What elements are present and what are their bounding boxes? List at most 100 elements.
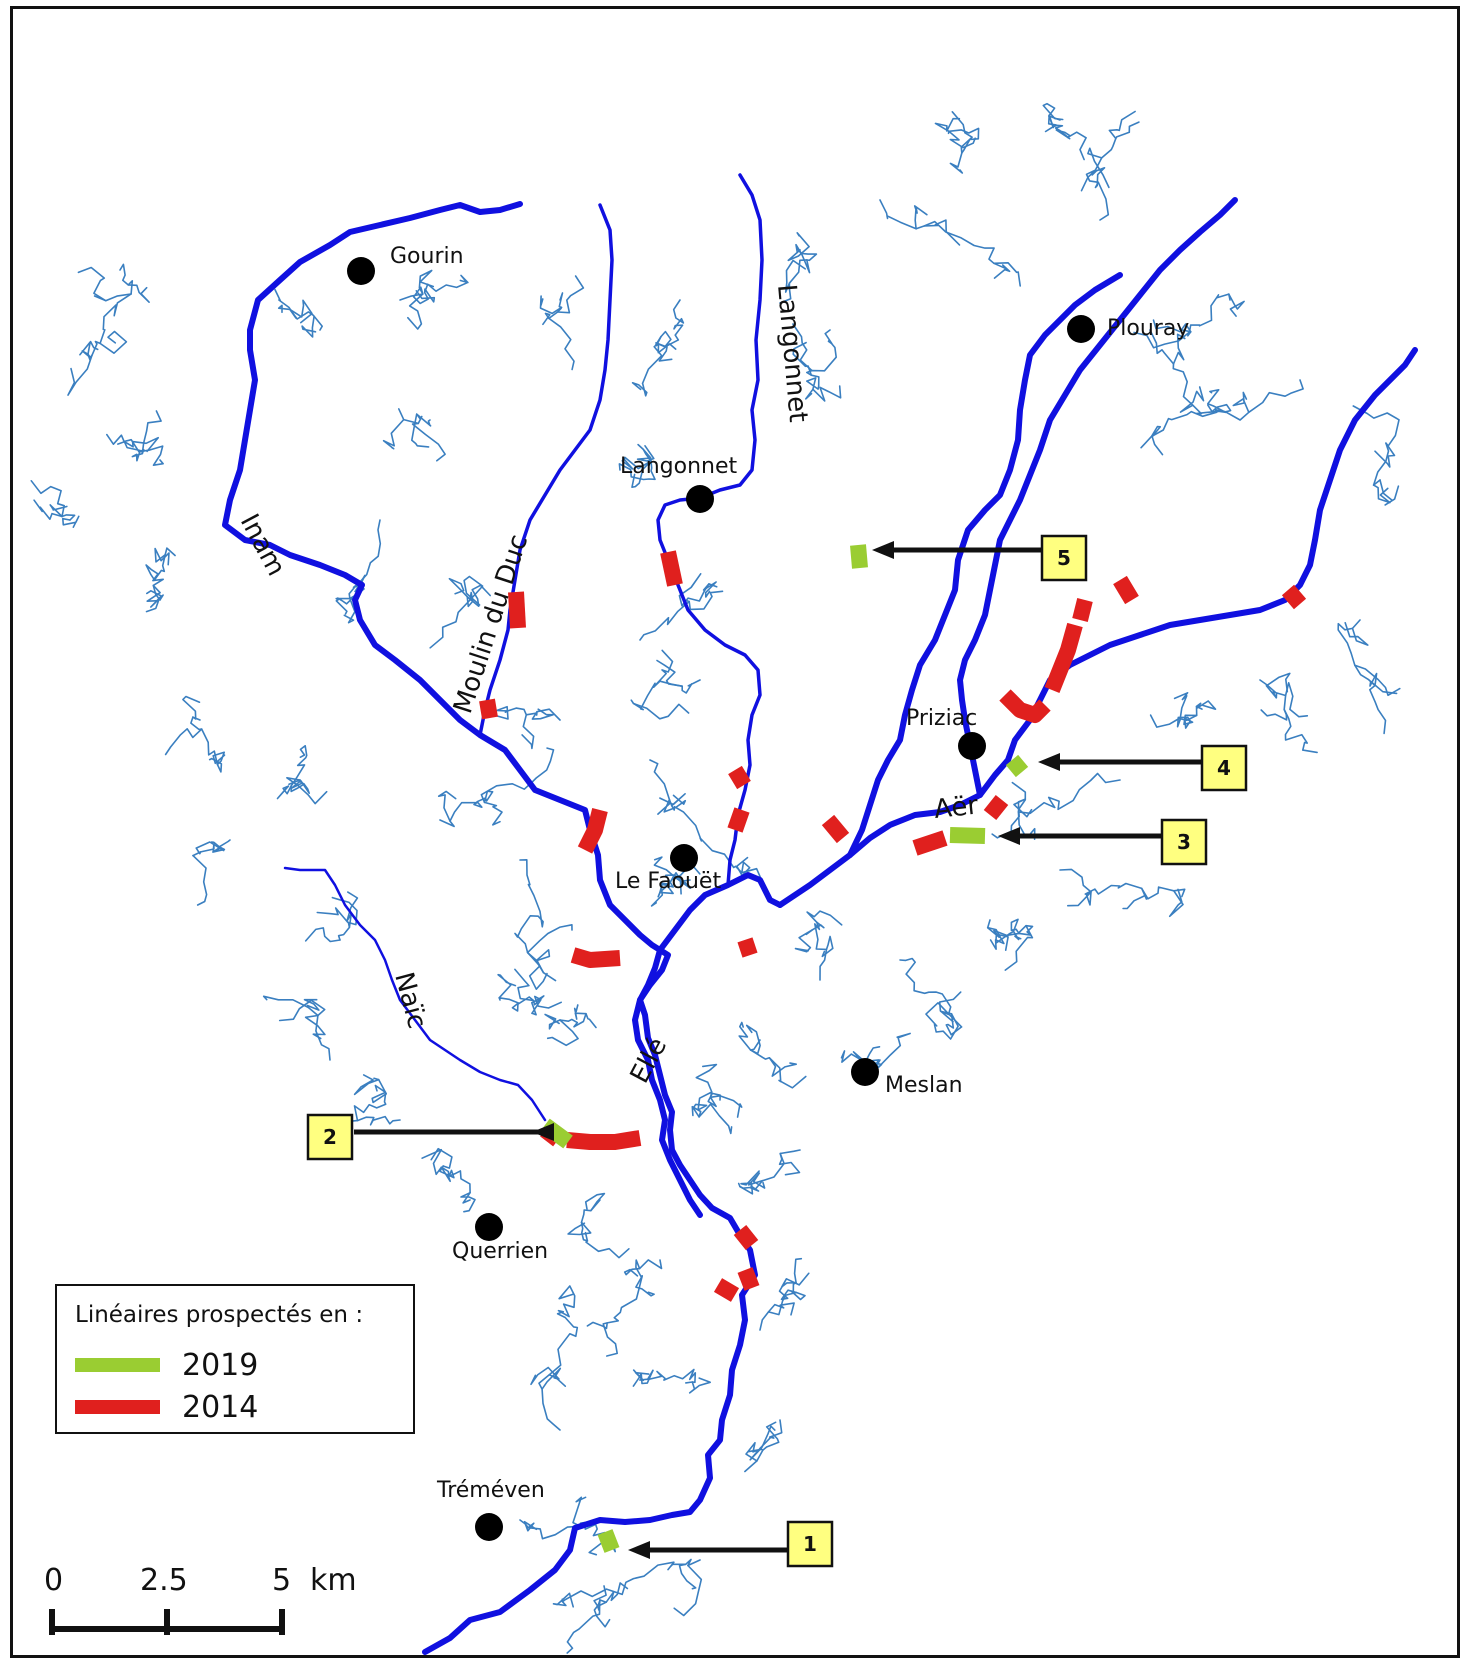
- tributary-stream: [585, 1240, 630, 1259]
- tributary-stream: [792, 323, 813, 372]
- callout-arrow-head: [1038, 753, 1060, 771]
- survey-2014-segment: [737, 937, 758, 958]
- tributary-network: [30, 102, 1401, 1654]
- tributary-stream: [1122, 887, 1148, 910]
- tributary-stream: [657, 793, 686, 815]
- tributary-stream: [1374, 442, 1396, 468]
- tributary-stream: [123, 436, 159, 453]
- tributary-stream: [649, 759, 763, 881]
- tributary-stream: [164, 728, 203, 756]
- scale-bar-line: [49, 1609, 285, 1635]
- river-label: Inam: [234, 509, 291, 581]
- tributary-stream: [1207, 389, 1227, 414]
- tributary-stream: [636, 445, 655, 462]
- tributary-stream: [1108, 110, 1136, 140]
- legend-item-2019: 2019: [75, 1348, 258, 1383]
- tributary-stream: [899, 957, 955, 1036]
- tributary-stream: [1228, 293, 1245, 317]
- tributary-stream: [504, 707, 561, 721]
- tributary-stream: [778, 1281, 798, 1301]
- tributary-stream: [546, 1019, 579, 1047]
- tributary-stream: [182, 695, 201, 720]
- survey-2014-segment: [737, 1267, 760, 1291]
- tributary-stream: [678, 1563, 697, 1590]
- callout-arrow-head: [628, 1541, 650, 1559]
- tributary-stream: [993, 262, 1011, 279]
- tributary-stream: [343, 519, 382, 624]
- scale-bar: 0 2.5 5 km: [44, 1563, 357, 1635]
- town-label: Langonnet: [620, 454, 738, 479]
- tributary-stream: [62, 515, 80, 528]
- tributary-stream: [289, 299, 313, 324]
- survey-2014-segment: [727, 807, 750, 833]
- tributary-stream: [1013, 798, 1033, 818]
- river-elle-confluence: [632, 997, 703, 1218]
- survey-2014-segment: [570, 947, 621, 968]
- tributary-stream: [623, 1267, 641, 1277]
- tributary-stream: [1133, 331, 1191, 349]
- tributary-stream: [655, 342, 673, 362]
- tributary-stream: [781, 1272, 810, 1288]
- tributary-stream: [1168, 888, 1184, 918]
- river-aer-north: [957, 197, 1238, 798]
- tributary-stream: [1149, 714, 1198, 728]
- survey-2014-segment: [577, 808, 608, 854]
- tributary-stream: [278, 999, 326, 1022]
- tributary-stream: [49, 504, 68, 518]
- tributary-stream: [593, 1599, 611, 1628]
- tributary-stream: [1265, 672, 1291, 699]
- tributary-stream: [335, 597, 351, 615]
- tributary-stream: [1011, 772, 1121, 815]
- tributary-stream: [653, 856, 691, 889]
- scale-unit: km: [310, 1563, 357, 1598]
- town-dot: [851, 1058, 879, 1086]
- tributary-stream: [1179, 386, 1205, 413]
- tributary-stream: [286, 777, 328, 805]
- tributary-stream: [145, 547, 176, 601]
- tributary-stream: [548, 317, 575, 371]
- tributary-stream: [346, 891, 359, 929]
- tributary-stream: [879, 199, 1021, 287]
- tributary-stream: [1344, 622, 1369, 646]
- tributary-stream: [688, 1377, 711, 1394]
- tributary-stream: [663, 794, 687, 813]
- tributary-stream: [127, 284, 150, 303]
- tributary-stream: [876, 1032, 911, 1070]
- tributary-stream: [1172, 333, 1186, 365]
- tributary-stream: [514, 968, 535, 1002]
- survey-2014-segment: [999, 689, 1051, 723]
- tributary-stream: [744, 1419, 783, 1473]
- legend-title: Linéaires prospectés en :: [75, 1302, 364, 1328]
- survey-2014-segment: [1072, 598, 1093, 622]
- tributary-stream: [632, 1369, 650, 1382]
- tributary-stream: [146, 590, 164, 608]
- tributary-stream: [913, 205, 928, 230]
- callout-number: 3: [1177, 830, 1191, 854]
- tributary-stream: [30, 480, 76, 521]
- scale-tick-5: 5: [272, 1563, 291, 1598]
- survey-2014-segment: [733, 1225, 759, 1250]
- tributary-stream: [1149, 329, 1227, 415]
- survey-2014-segment: [1113, 575, 1139, 605]
- tributary-stream: [521, 714, 535, 750]
- tributary-stream: [407, 293, 424, 330]
- town-dot: [686, 485, 714, 513]
- tributary-stream: [995, 930, 1015, 951]
- callout-number: 4: [1217, 756, 1231, 780]
- callout-box: [1040, 534, 1088, 582]
- tributary-stream: [630, 679, 701, 711]
- survey-2014-segment: [912, 830, 948, 856]
- tributary-stream: [1004, 924, 1034, 971]
- tributary-stream: [621, 456, 652, 470]
- tributary-stream: [631, 382, 648, 397]
- tributary-stream: [1260, 708, 1288, 721]
- tributary-stream: [1354, 664, 1401, 697]
- tributary-stream: [439, 781, 534, 828]
- tributary-stream: [1091, 121, 1140, 221]
- legend-item-2014: 2014: [75, 1390, 258, 1425]
- tributary-stream: [593, 1585, 607, 1611]
- main-river-network: [222, 173, 1418, 1655]
- tributary-stream: [602, 1322, 618, 1357]
- scale-tick-2-5: 2.5: [140, 1563, 188, 1598]
- tributary-stream: [1067, 891, 1092, 907]
